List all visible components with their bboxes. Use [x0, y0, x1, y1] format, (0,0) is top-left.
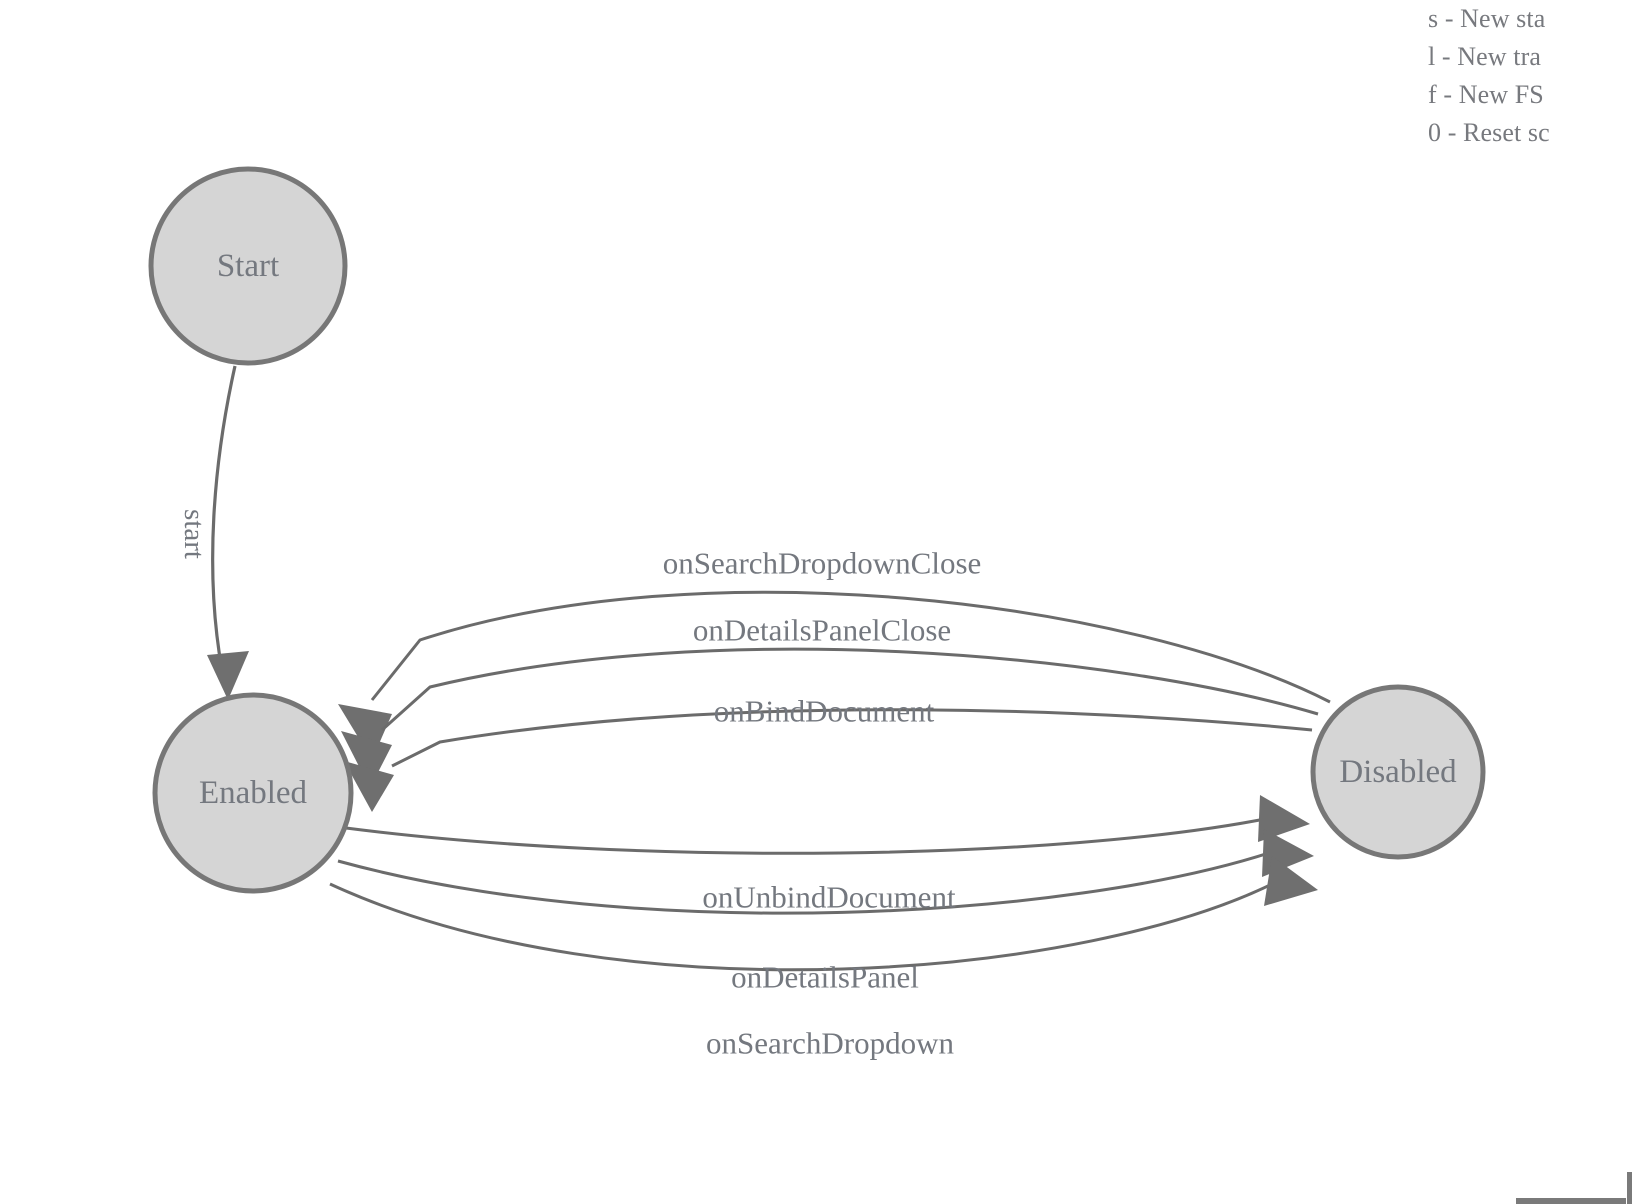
edge-path-search-dropdown[interactable] [329, 878, 1281, 972]
node-circle-enabled[interactable] [152, 692, 354, 894]
edge-label-details-panel: onDetailsPanel [731, 960, 919, 995]
edge-label-search-dropdown-close: onSearchDropdownClose [663, 546, 982, 581]
edge-path-details-panel[interactable] [337, 850, 1273, 915]
edge-path-unbind-document[interactable] [345, 816, 1271, 855]
node-circle-start[interactable] [148, 166, 348, 366]
edge-label-details-panel-close: onDetailsPanelClose [693, 613, 951, 648]
edge-label-group: start onSearchDropdownClose onDetailsPan… [178, 509, 981, 1060]
arrowhead-unbind-document [1258, 795, 1310, 842]
node-disabled[interactable]: Disabled [1310, 684, 1486, 860]
edge-group [207, 365, 1331, 972]
edge-label-start: start [178, 509, 210, 559]
vertical-scrollbar-thumb[interactable] [1627, 1172, 1632, 1204]
arrowhead-details-panel-close [341, 731, 392, 788]
node-start[interactable]: Start [148, 166, 348, 366]
edge-path-search-dropdown-close[interactable] [370, 590, 1331, 704]
node-label-enabled: Enabled [199, 775, 308, 811]
edge-path-details-panel-close[interactable] [380, 647, 1319, 732]
edge-label-search-dropdown: onSearchDropdown [706, 1026, 954, 1061]
arrowhead-bind-document [344, 761, 394, 812]
node-label-disabled: Disabled [1339, 754, 1457, 790]
node-circle-disabled[interactable] [1310, 684, 1486, 860]
horizontal-scrollbar-thumb[interactable] [1516, 1198, 1626, 1204]
node-label-start: Start [217, 248, 279, 284]
scrollbar-corner [1480, 1130, 1632, 1204]
edge-path-bind-document[interactable] [391, 708, 1313, 768]
edge-path-start[interactable] [211, 365, 237, 671]
edge-label-unbind-document: onUnbindDocument [702, 880, 956, 915]
arrowhead-search-dropdown-close [338, 704, 392, 760]
edge-label-bind-document: onBindDocument [714, 694, 935, 729]
arrowhead-search-dropdown [1264, 856, 1318, 906]
node-enabled[interactable]: Enabled [152, 692, 354, 894]
arrowhead-start [207, 651, 249, 700]
